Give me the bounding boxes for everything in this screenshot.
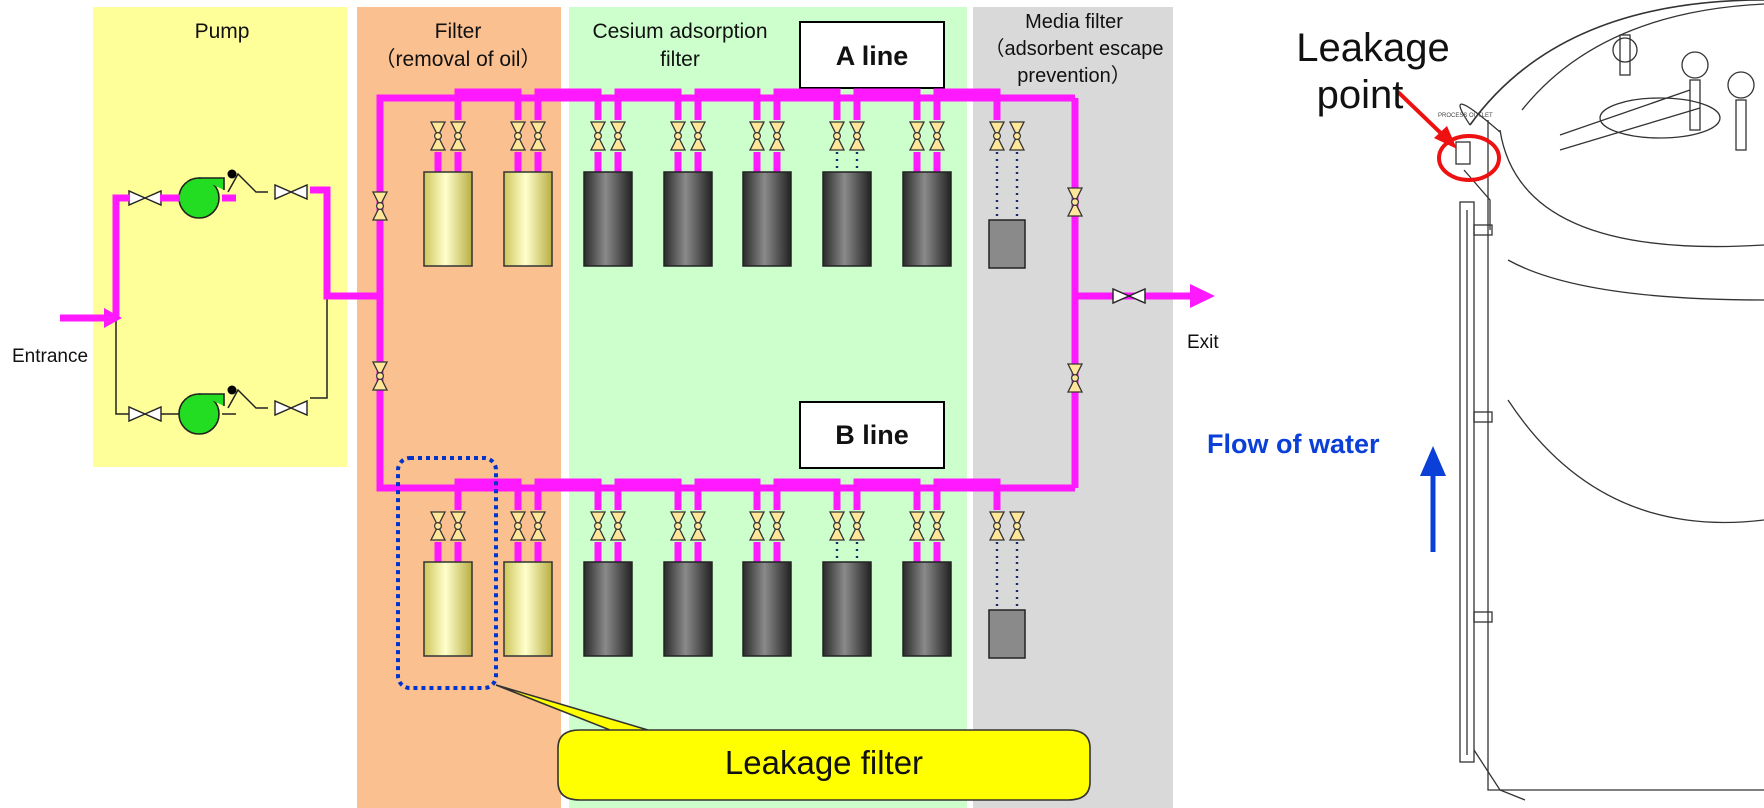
pump-zone [93,7,347,467]
b-line-jumper-pipe-3 [614,478,682,510]
b-line-jumper-pipe-4 [694,478,761,510]
a-line-oil-filter-vessel-2 [503,171,553,267]
b-line-media-filter-vessel [988,609,1026,659]
pump-a-discharge-nozzle-icon [199,177,225,190]
b-line-jumper-pipe-6 [853,478,921,510]
a-line-jumper-pipe-7 [933,88,1001,120]
pump-group [115,169,328,435]
leakage-point-arrow [1396,90,1450,142]
pump-section-title: Pump [195,20,250,43]
piping [60,88,1215,566]
b-line-jumper-pipe-5 [773,478,841,510]
a-line-oil-filter-vessel-1 [423,171,473,267]
b-line-cesium-filter-vessel-1 [583,561,633,657]
pump-a-suction-pipe [112,194,130,318]
b-line-box [799,401,945,469]
a-line-jumper-pipe-4 [694,88,761,120]
filter-section-title: Filter [435,20,482,43]
media-section-subtitle: （adsorbent escape [984,37,1163,60]
a-line-jumper-pipe-5 [773,88,841,120]
a-line-media-filter-vessel [988,219,1026,269]
pump-b-check-valve-hinge-icon [227,385,237,395]
a-line-jumper-pipe-1 [454,88,522,120]
flow-of-water-label: Flow of water [1207,429,1380,459]
filter-section-subtitle: （removal of oil） [375,48,542,71]
b-line-jumper-pipe-2 [534,478,602,510]
a-line-media-connector-lower-8 [995,172,1019,220]
leakage-point-marker [1437,134,1501,182]
vessel-drawing [1455,0,1764,801]
b-line-oil-filter-vessel-1 [423,561,473,657]
a-line-box [799,21,945,89]
media-section-title: Media filter [1025,11,1123,33]
b-line-cesium-filter-vessel-5 [902,561,952,657]
media-section-subtitle-2: prevention） [1017,64,1130,87]
pump-b-discharge-nozzle-icon [199,393,225,406]
b-line-header-pipe [376,296,1075,492]
a-line-cesium-filter-vessel-4 [822,171,872,267]
a-line-cesium-filter-vessel-3 [742,171,792,267]
leakage-point-arrowhead [1434,126,1457,149]
pump-b-discharge-line [310,296,328,399]
b-line-media-connector-lower-8 [995,562,1019,610]
pump-b-check-valve-icon [227,388,268,409]
leakage-filter-label: Leakage filter [725,744,923,781]
filter-vessels [423,121,1026,659]
a-line-jumper-pipe-2 [534,88,602,120]
b-line-jumper-pipe-7 [933,478,1001,510]
b-line-label: B line [835,420,909,450]
leakage-filter-callout [495,684,1091,801]
pump-b-suction-line [115,318,130,415]
a-line-header-pipe [376,94,1075,296]
b-line-cesium-filter-vessel-2 [663,561,713,657]
exit-label: Exit [1187,332,1219,353]
b-line-cesium-filter-vessel-4 [822,561,872,657]
exit-arrowhead [1190,284,1215,308]
b-line-cesium-filter-vessel-3 [742,561,792,657]
a-line-cesium-filter-vessel-1 [583,171,633,267]
pump-discharge-pipe [310,186,380,300]
a-line-cesium-filter-vessel-5 [902,171,952,267]
cesium-section-title: Cesium adsorption [592,20,767,43]
process-outlet-nozzle-label: PROCESS OUTLET [1438,113,1493,119]
leakage-point-label-2: point [1317,73,1404,117]
flow-arrow-head [1420,446,1446,476]
a-line-jumper-pipe-3 [614,88,682,120]
leakage-filter-highlight [396,456,498,690]
pump-a-check-valve-hinge-icon [227,169,237,179]
b-line-jumper-pipe-1 [454,478,522,510]
a-line-jumper-pipe-6 [853,88,921,120]
cesium-section-subtitle: filter [660,48,700,71]
a-line-cesium-filter-vessel-2 [663,171,713,267]
entrance-label: Entrance [12,346,88,367]
leakage-point-label: Leakage [1296,26,1449,70]
a-line-label: A line [836,41,909,71]
b-line-oil-filter-vessel-2 [503,561,553,657]
pump-a-check-valve-icon [227,172,268,193]
